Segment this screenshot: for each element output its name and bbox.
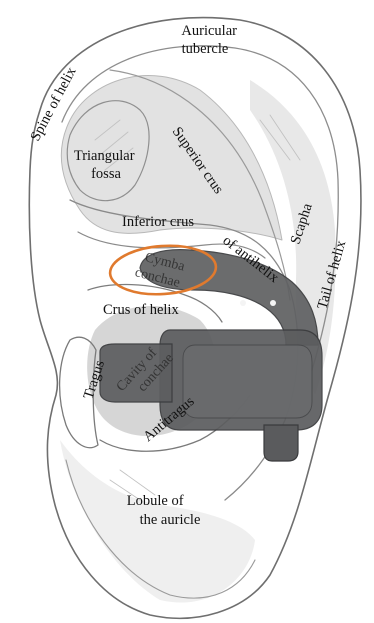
device-stem (264, 425, 298, 461)
device-face-panel (183, 345, 312, 418)
label-crus-of-helix: Crus of helix (103, 302, 179, 318)
label-auricular-tubercle: Auricular tubercle (181, 23, 240, 57)
led-dot-left (240, 300, 246, 306)
led-dot-right (270, 300, 276, 306)
label-inferior-crus: Inferior crus (122, 214, 194, 230)
